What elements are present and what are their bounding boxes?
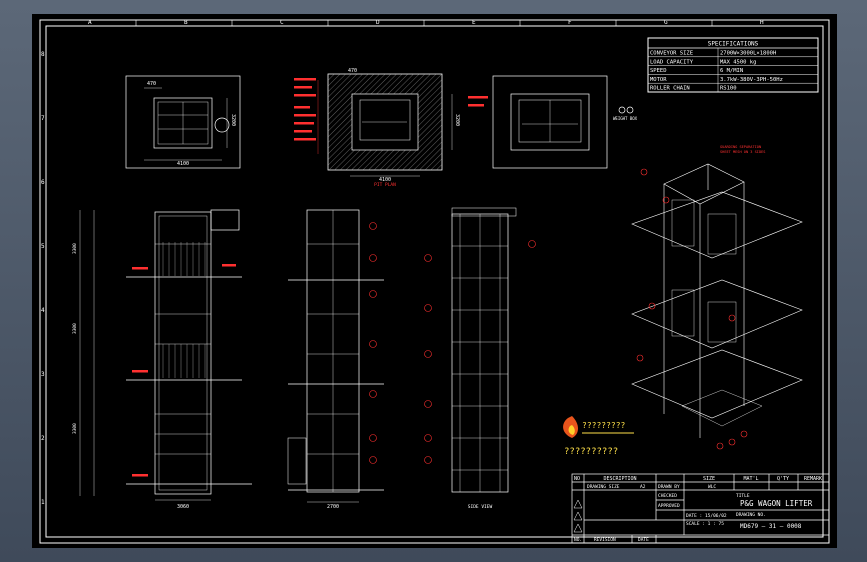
tb-field: DATE : 15/06/02: [686, 513, 727, 519]
watermark-caption: ??????????: [564, 447, 618, 457]
row-number: 5: [41, 243, 45, 250]
dim-label: 470: [147, 81, 156, 87]
tb-field: NO.: [574, 537, 582, 543]
dim-label: 3200: [454, 114, 460, 126]
spec-title: SPECIFICATIONS: [708, 41, 759, 48]
row-numbers: 8 7 6 5 4 3 2 1: [41, 51, 45, 506]
col-letter: F: [568, 19, 572, 26]
row-number: 7: [41, 115, 45, 122]
section-elevation: [451, 207, 517, 493]
revision-triangle-icons: [573, 499, 583, 533]
column-letters: A B C D E F G H: [88, 19, 764, 26]
project-title: P&G WAGON LIFTER: [740, 499, 813, 508]
tb-header: REMARK: [804, 476, 822, 482]
isometric-view: [631, 163, 803, 438]
tb-field: DRAWING SIZE: [587, 484, 620, 490]
spec-value: 3.7kW-380V-3PH-50Hz: [720, 77, 783, 83]
spec-label: CONVEYOR SIZE: [650, 51, 693, 57]
tb-field: SCALE : 1 : 75: [686, 521, 724, 527]
col-letter: G: [664, 19, 668, 26]
side-elevation: [287, 209, 384, 503]
section-elevation-callouts: [424, 240, 536, 464]
spec-value: 6 M/MIN: [720, 68, 743, 74]
inner-frame: [45, 25, 824, 538]
tb-field: REVISION: [594, 537, 616, 543]
column-ticks: [135, 20, 713, 26]
side-elevation-callouts: [369, 222, 377, 464]
spec-value: MAX 4500 kg: [720, 59, 756, 65]
specifications-table: SPECIFICATIONS CONVEYOR SIZE 2700W×3000L…: [647, 37, 819, 93]
dim-label: 3300: [72, 423, 78, 434]
col-letter: B: [184, 19, 188, 26]
plan-view-right: [492, 75, 634, 169]
row-number: 2: [41, 435, 45, 442]
dim-label: 3300: [72, 323, 78, 334]
tb-field: DRAWN BY: [658, 484, 680, 490]
col-letter: C: [280, 19, 284, 26]
outer-frame: [39, 19, 830, 544]
col-letter: A: [88, 19, 92, 26]
dim-label: 3300: [72, 243, 78, 254]
drawing-number: MD679 — 31 — 0008: [740, 523, 802, 530]
dim-label: 3060: [177, 504, 189, 510]
tb-field: DATE: [638, 537, 649, 543]
dim-label: 4100: [177, 161, 189, 167]
tb-header: MAT'L: [743, 476, 758, 482]
view-caption: PIT PLAN: [374, 182, 396, 188]
front-elevation-levels: [132, 264, 236, 477]
dim-label: 2700: [327, 504, 339, 510]
tb-header: NO: [574, 476, 580, 482]
col-letter: H: [760, 19, 764, 26]
tb-value: WLC: [708, 484, 716, 490]
row-number: 1: [41, 499, 45, 506]
drawing-canvas[interactable]: A B C D E F G H 8 7 6 5 4: [32, 14, 837, 548]
tb-field: CHECKED: [658, 493, 677, 499]
tb-field: APPROVED: [658, 503, 680, 509]
spec-label: LOAD CAPACITY: [650, 59, 694, 65]
tb-value: A2: [640, 484, 646, 490]
col-letter: D: [376, 19, 380, 26]
view-note: WEIGHT BOX: [613, 116, 638, 121]
view-caption: SIDE VIEW: [468, 504, 493, 510]
dim-label: 470: [348, 68, 357, 74]
spec-label: MOTOR: [650, 77, 667, 83]
spec-label: SPEED: [650, 68, 667, 74]
row-number: 4: [41, 307, 45, 314]
isometric-callouts: [636, 168, 748, 450]
tb-header: SIZE: [703, 476, 715, 482]
tb-header: DESCRIPTION: [603, 476, 636, 482]
row-number: 8: [41, 51, 45, 58]
flame-core-icon: [568, 425, 575, 435]
pit-plan-annotations: [294, 78, 488, 141]
tb-header: Q'TY: [777, 476, 789, 482]
row-number: 6: [41, 179, 45, 186]
plan-view-middle: [317, 73, 453, 177]
plan-view-left: [125, 75, 241, 169]
iso-note: GUARDING SEPARATION: [720, 145, 761, 149]
front-elevation: [79, 209, 252, 501]
spec-label: ROLLER CHAIN: [650, 86, 690, 92]
watermark-logo-text: ?????????: [582, 421, 626, 430]
spec-value: RS100: [720, 86, 737, 92]
dim-label: 4100: [379, 177, 391, 183]
title-block: [571, 473, 830, 544]
dim-label: 3200: [230, 114, 236, 126]
spec-value: 2700W×3000L×1800H: [720, 51, 776, 57]
col-letter: E: [472, 19, 476, 26]
front-elevation-mesh: [162, 242, 206, 378]
tb-field: DRAWING NO.: [736, 512, 766, 518]
cad-drawing: A B C D E F G H 8 7 6 5 4: [39, 19, 830, 544]
tb-field: TITLE: [736, 493, 750, 499]
row-number: 3: [41, 371, 45, 378]
watermark: ????????? ??????????: [563, 416, 634, 457]
iso-note: SHEET MESH ON 3 SIDES: [720, 150, 765, 154]
